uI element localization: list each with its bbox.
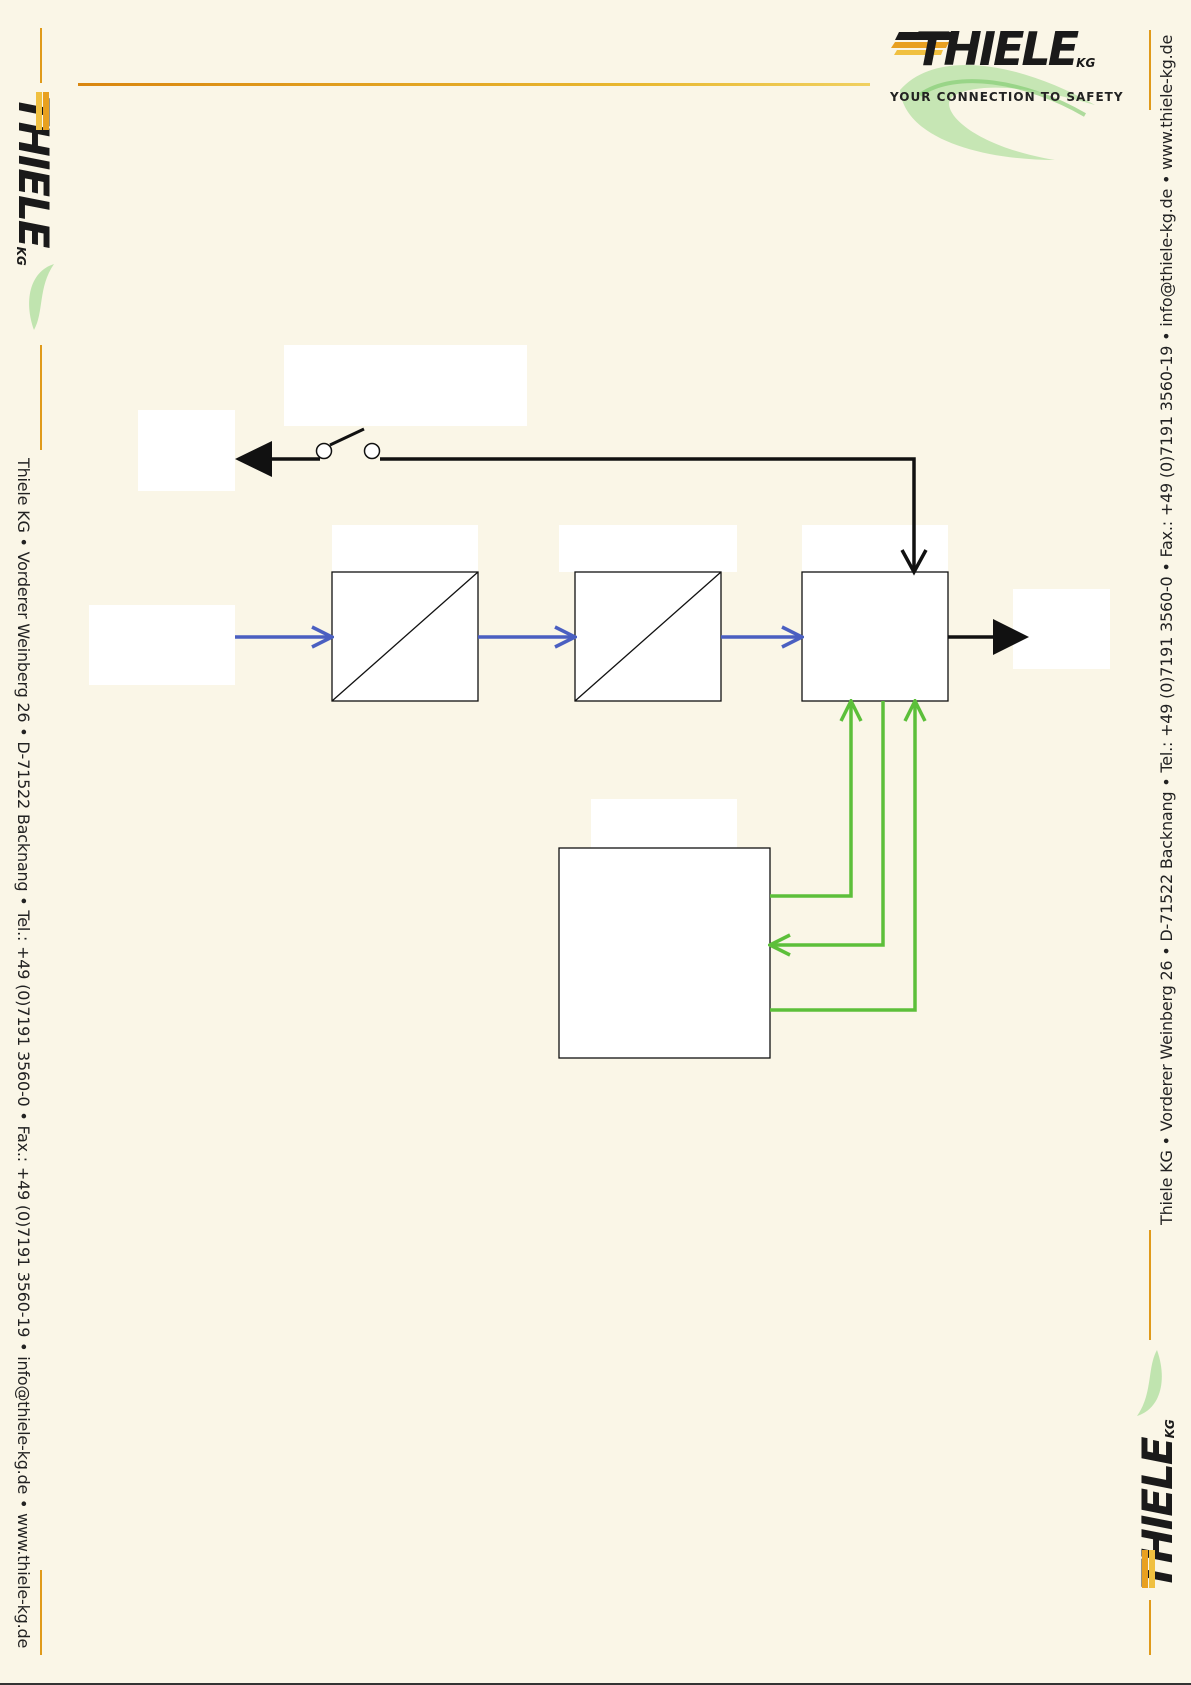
input-box [89, 605, 235, 685]
controller-block [801, 571, 949, 702]
control-loop [235, 441, 928, 576]
left-border-line-top [40, 28, 42, 83]
left-border-line-mid [40, 345, 42, 450]
header-rule [78, 83, 870, 86]
feedback-arrow-controller-to-monitor [770, 701, 885, 945]
converter-2-label-box [559, 525, 737, 572]
controller-label-box [802, 525, 948, 572]
output-arrow [948, 619, 1029, 655]
converter-1-diagonal [331, 571, 479, 702]
feedback-arrow-monitor-to-controller-2 [770, 701, 915, 1012]
header-logo: THIELEKG YOUR CONNECTION TO SAFETY [885, 22, 1123, 160]
logo-suffix: KG [1076, 56, 1096, 70]
feedback-target-box [138, 410, 235, 491]
converter-2-block [574, 571, 722, 702]
logo-wordmark-text: THIELE [915, 22, 1079, 76]
right-border-line-top [1149, 30, 1151, 110]
converter-2-diagonal [574, 571, 722, 702]
monitor-label-box [591, 799, 737, 848]
logo-wordmark: THIELEKG [915, 22, 1095, 76]
sidebar-logo-right-bars-icon [1142, 1550, 1155, 1588]
right-border-line-bottom [1149, 1600, 1151, 1655]
monitor-block [558, 847, 771, 1059]
sidebar-logo-right-swoosh-icon [1137, 1350, 1162, 1416]
logo-t-bars-icon [891, 32, 959, 55]
page-bottom-rule [0, 1683, 1191, 1685]
output-box [1013, 589, 1110, 669]
logo-tagline: YOUR CONNECTION TO SAFETY [890, 90, 1124, 104]
converter-1-label-box [332, 525, 478, 572]
sidebar-logo-left-swoosh-icon [29, 264, 54, 330]
feedback-arrow-monitor-to-controller-1 [770, 701, 851, 898]
switch-label-box [284, 345, 527, 426]
switch-open-icon [315, 427, 381, 460]
sidebar-logo-left-bars-icon [36, 92, 49, 130]
left-border-line-bottom [40, 1570, 42, 1655]
logo-swoosh-icon [900, 64, 1095, 160]
right-border-line-mid [1149, 1230, 1151, 1340]
converter-1-block [331, 571, 479, 702]
